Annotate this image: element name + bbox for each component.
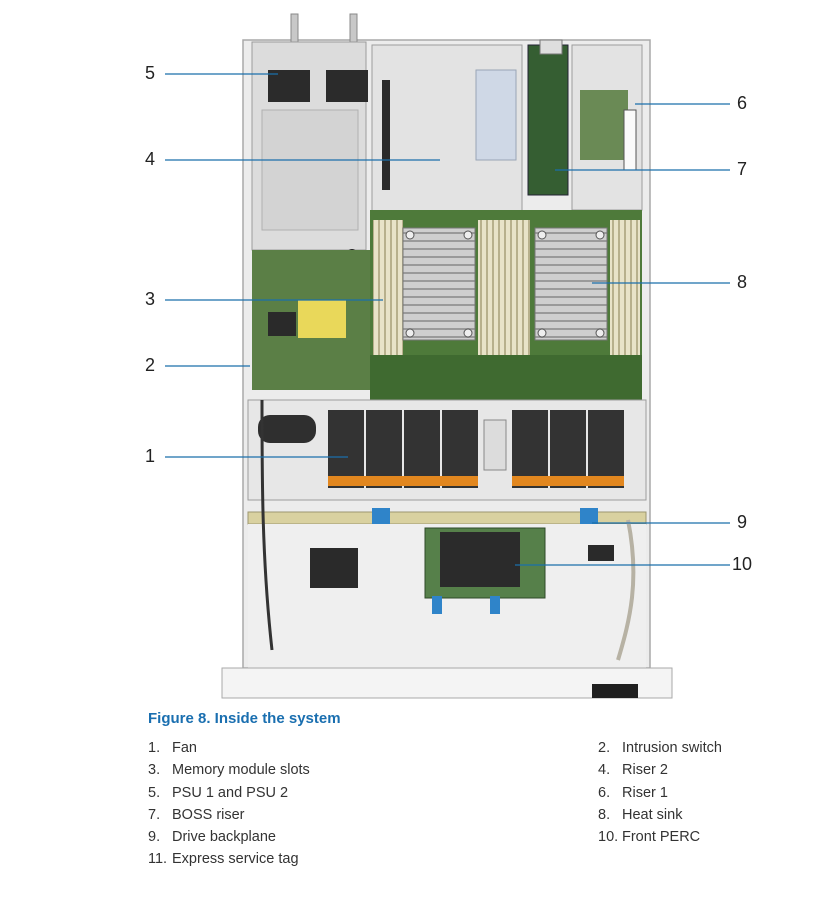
legend-item: 7.BOSS riser bbox=[148, 806, 245, 823]
callout-6: 6 bbox=[737, 93, 748, 113]
heat-sink bbox=[402, 227, 608, 341]
callout-3: 3 bbox=[145, 289, 156, 309]
backplane-latch bbox=[372, 508, 390, 528]
front-perc bbox=[424, 527, 546, 614]
memory-module-slots bbox=[610, 220, 640, 355]
legend-right: 2.Intrusion switch 4.Riser 2 6.Riser 1 8… bbox=[598, 737, 722, 848]
legend-item: 1.Fan bbox=[148, 740, 197, 756]
memory-module-slots bbox=[373, 220, 403, 355]
legend-item: 8.Heat sink bbox=[598, 806, 683, 823]
riser-2 bbox=[371, 44, 523, 216]
legend-item: 9.Drive backplane bbox=[148, 829, 276, 846]
leader-lines bbox=[165, 73, 730, 566]
callout-9: 9 bbox=[737, 512, 748, 532]
cable bbox=[260, 399, 274, 651]
cable-ribbon bbox=[298, 300, 346, 338]
legend-left: 1.Fan 3.Memory module slots 5.PSU 1 and … bbox=[148, 737, 310, 871]
connector bbox=[268, 312, 296, 336]
legend-item: 6.Riser 1 bbox=[598, 784, 668, 801]
callout-2: 2 bbox=[145, 355, 156, 375]
board-connectors bbox=[370, 355, 642, 400]
psu-handle bbox=[349, 13, 358, 47]
callout-4: 4 bbox=[145, 149, 156, 169]
memory-module-slots bbox=[478, 220, 530, 355]
legend-item: 5.PSU 1 and PSU 2 bbox=[148, 784, 289, 801]
front-bracket bbox=[588, 545, 614, 561]
riser-1 bbox=[571, 44, 643, 211]
cable bbox=[616, 519, 636, 661]
figure-caption: Figure 8. Inside the system bbox=[148, 710, 341, 727]
psu-bay bbox=[251, 41, 368, 261]
legend-item: 3.Memory module slots bbox=[148, 762, 310, 779]
legend-item: 11.Express service tag bbox=[148, 851, 299, 868]
boss-riser bbox=[527, 39, 569, 196]
callout-1: 1 bbox=[145, 446, 156, 466]
system-internals-figure: 5 4 3 2 1 6 7 8 9 10 bbox=[145, 13, 753, 699]
fan-bay bbox=[247, 399, 647, 501]
server-illustration bbox=[165, 13, 730, 699]
callout-7: 7 bbox=[737, 159, 748, 179]
psu-handle bbox=[290, 13, 299, 47]
callout-10: 10 bbox=[732, 554, 753, 574]
express-service-tag bbox=[592, 684, 638, 698]
legend-item: 4.Riser 2 bbox=[598, 762, 668, 779]
callout-8: 8 bbox=[737, 272, 748, 292]
callout-5: 5 bbox=[145, 63, 156, 83]
legend-item: 2.Intrusion switch bbox=[598, 740, 722, 756]
legend-item: 10.Front PERC bbox=[598, 829, 701, 846]
front-bracket bbox=[310, 548, 358, 588]
